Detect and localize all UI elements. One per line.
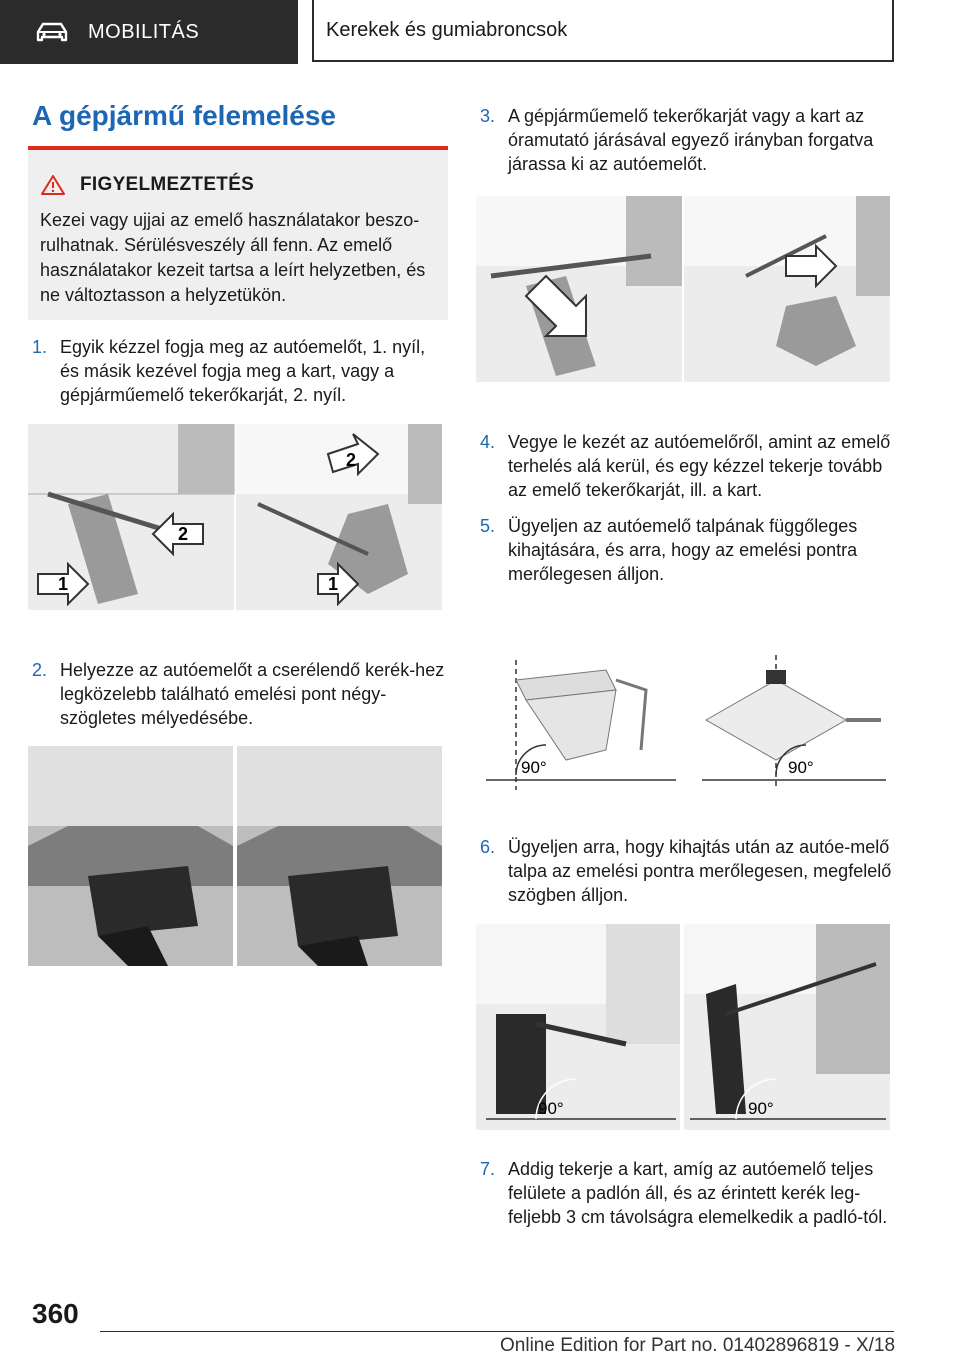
arrow-1-label: 1 — [58, 574, 68, 594]
arrow-1-label-right: 1 — [328, 574, 338, 594]
step-text: Egyik kézzel fogja meg az autóemelőt, 1.… — [60, 337, 426, 405]
warning-header: FIGYELMEZTETÉS — [40, 174, 254, 196]
warning-text: Kezei vagy ujjai az emelő használatakor … — [40, 210, 426, 305]
angle-label-right: 90° — [788, 758, 814, 777]
page-title: A gépjármű felemelése — [32, 100, 336, 131]
arrow-2-label-right: 2 — [346, 450, 356, 470]
step-text: Helyezze az autóemelőt a cserélendő keré… — [60, 660, 445, 728]
step-7: 7. Addig tekerje a kart, amíg az autóeme… — [480, 1157, 896, 1229]
footer-edition: Online Edition for Part no. 01402896819 … — [500, 1335, 896, 1356]
step-text: Ügyeljen arra, hogy kihajtás után az aut… — [508, 837, 892, 905]
arrow-2-label: 2 — [178, 524, 188, 544]
section-label: MOBILITÁS — [88, 20, 200, 43]
step-number: 7. — [480, 1159, 496, 1179]
angle-label-photo-left: 90° — [538, 1099, 564, 1118]
step-text: Addig tekerje a kart, amíg az autóemelő … — [508, 1159, 888, 1227]
step-number: 3. — [480, 106, 496, 126]
warning-title: FIGYELMEZTETÉS — [80, 174, 255, 195]
figure-lifting-point — [28, 746, 442, 966]
step-4: 4. Vegye le kezét az autóemelőről, amint… — [480, 430, 896, 502]
warning-box: FIGYELMEZTETÉS Kezei vagy ujjai az emelő… — [28, 146, 448, 320]
footer-divider — [100, 1331, 894, 1332]
step-number: 6. — [480, 837, 496, 857]
angle-label-left: 90° — [521, 758, 547, 777]
step-text: Vegye le kezét az autóemelőről, amint az… — [508, 432, 891, 500]
figure-jack-crank — [476, 196, 890, 382]
step-number: 1. — [32, 337, 48, 357]
chapter-label: Kerekek és gumiabroncsok — [326, 18, 568, 41]
step-text: A gépjárműemelő tekerőkarját vagy a kart… — [508, 106, 874, 174]
warning-triangle-icon — [41, 175, 65, 195]
figure-jack-perpendicular: 90° 90° — [476, 640, 890, 796]
step-2: 2. Helyezze az autóemelőt a cserélendő k… — [32, 658, 448, 730]
page-number: 360 — [32, 1298, 79, 1329]
figure-jack-handling: 1 2 2 1 — [28, 424, 442, 610]
step-6: 6. Ügyeljen arra, hogy kihajtás után az … — [480, 835, 896, 907]
chapter-tab[interactable]: Kerekek és gumiabroncsok — [312, 0, 894, 62]
figure-jack-angle-photo: 90° 90° — [476, 924, 890, 1130]
step-number: 5. — [480, 516, 496, 536]
step-number: 4. — [480, 432, 496, 452]
section-tab[interactable]: MOBILITÁS — [0, 0, 298, 64]
step-1: 1. Egyik kézzel fogja meg az autóemelőt,… — [32, 335, 448, 407]
step-number: 2. — [32, 660, 48, 680]
step-3: 3. A gépjárműemelő tekerőkarját vagy a k… — [480, 104, 896, 176]
angle-label-photo-right: 90° — [748, 1099, 774, 1118]
step-text: Ügyeljen az autóemelő talpának függőlege… — [508, 516, 858, 584]
step-5: 5. Ügyeljen az autóemelő talpának függől… — [480, 514, 896, 586]
car-icon — [36, 22, 68, 42]
